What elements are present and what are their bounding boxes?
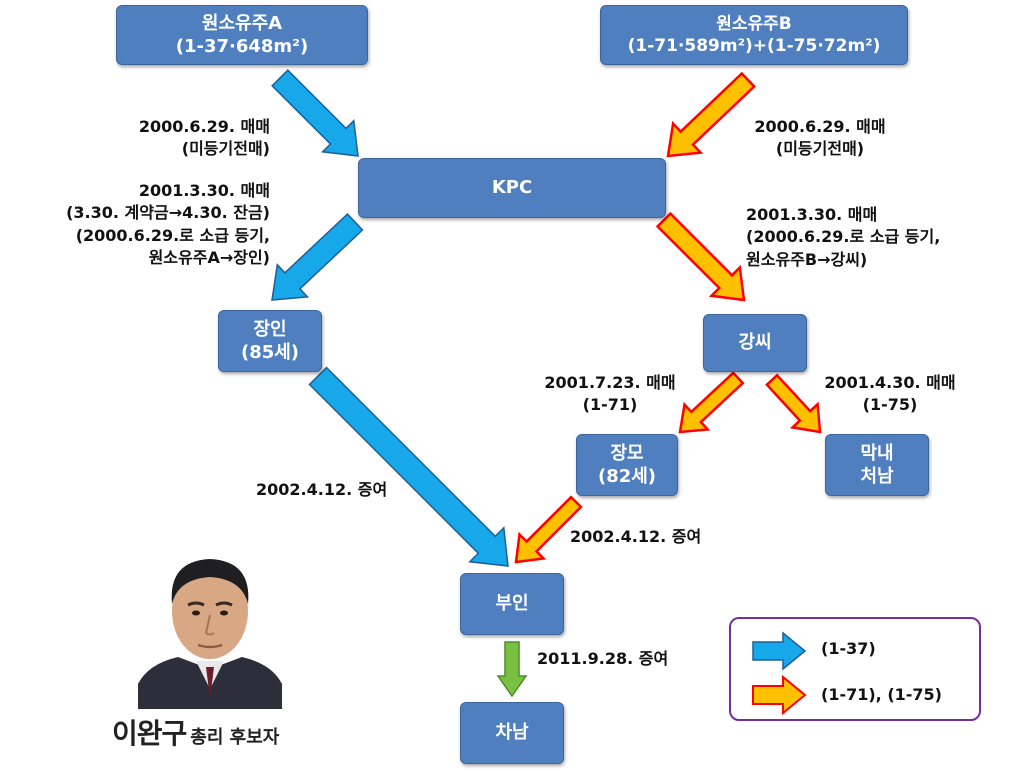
label-gang-to-youngest-parcel: (1-75) bbox=[862, 395, 918, 415]
label-gang-to-mother-date: 2001.7.23. 매매 bbox=[544, 373, 676, 392]
owner-b-name: 원소유주B bbox=[716, 13, 792, 34]
label-kpc-to-gang-note1: (2000.6.29.로 소급 등기, bbox=[746, 227, 941, 247]
mother-in-law-name: 장모 bbox=[610, 442, 644, 464]
label-kpc-to-gang-date: 2001.3.30. 매매 bbox=[746, 205, 878, 224]
label-b-to-kpc-note: (미등기전매) bbox=[775, 139, 865, 159]
label-gang-to-mother: 2001.7.23. 매매 (1-71) bbox=[530, 372, 690, 417]
label-kpc-to-gang: 2001.3.30. 매매 (2000.6.29.로 소급 등기, 원소유주B→… bbox=[746, 204, 996, 271]
owner-b-box: 원소유주B (1-71·589m²)+(1-75·72m²) bbox=[600, 5, 908, 65]
father-in-law-name: 장인 bbox=[253, 318, 287, 340]
legend-arrows bbox=[752, 631, 807, 716]
label-mother-to-wife: 2002.4.12. 증여 bbox=[570, 526, 730, 548]
label-father-to-wife-date: 2002.4.12. 증여 bbox=[256, 480, 388, 499]
gangssi-name: 강씨 bbox=[738, 332, 772, 354]
arrow-father-to-wife bbox=[308, 366, 509, 567]
label-gang-to-youngest: 2001.4.30. 매매 (1-75) bbox=[810, 372, 970, 417]
second-son-box: 차남 bbox=[460, 702, 564, 764]
person-title: 총리 후보자 bbox=[190, 727, 280, 748]
kpc-box: KPC bbox=[358, 158, 666, 218]
label-wife-to-son-date: 2011.9.28. 증여 bbox=[537, 649, 669, 668]
father-in-law-age: (85세) bbox=[240, 342, 300, 363]
label-kpc-to-father: 2001.3.30. 매매 (3.30. 계약금→4.30. 잔금) (2000… bbox=[20, 180, 270, 270]
arrow-gangssi-to-youngest bbox=[765, 373, 822, 434]
kpc-label: KPC bbox=[491, 177, 533, 199]
legend-orange-arrow-icon bbox=[752, 674, 807, 716]
legend-blue-text: (1-37) bbox=[821, 639, 876, 658]
label-mother-to-wife-date: 2002.4.12. 증여 bbox=[570, 527, 702, 546]
arrow-kpc-to-father-in-law bbox=[271, 212, 364, 301]
arrow-owner-a-to-kpc bbox=[271, 69, 359, 157]
father-in-law-box: 장인 (85세) bbox=[218, 310, 322, 372]
legend-orange-text: (1-71), (1-75) bbox=[821, 685, 942, 704]
label-kpc-to-father-date: 2001.3.30. 매매 bbox=[138, 181, 270, 200]
label-gang-to-mother-parcel: (1-71) bbox=[582, 395, 638, 415]
person-name: 이완구 bbox=[112, 717, 187, 750]
owner-b-parcel: (1-71·589m²)+(1-75·72m²) bbox=[627, 36, 881, 56]
person-photo bbox=[138, 559, 282, 709]
label-kpc-to-gang-note2: 원소유주B→강씨) bbox=[746, 249, 868, 269]
owner-a-name: 원소유주A bbox=[201, 12, 283, 34]
arrow-wife-to-second-son bbox=[496, 641, 528, 698]
label-kpc-to-father-note2: (2000.6.29.로 소급 등기, bbox=[75, 225, 270, 245]
youngest-line2: 처남 bbox=[860, 466, 894, 487]
legend-blue-arrow-icon bbox=[752, 631, 807, 671]
gangssi-box: 강씨 bbox=[703, 314, 807, 372]
mother-in-law-box: 장모 (82세) bbox=[576, 434, 678, 496]
owner-a-parcel: (1-37·648m²) bbox=[175, 36, 309, 57]
youngest-brother-in-law-box: 막내 처남 bbox=[825, 434, 929, 496]
arrow-kpc-to-gangssi bbox=[655, 211, 746, 302]
legend-box: (1-37) (1-71), (1-75) bbox=[729, 617, 981, 721]
label-kpc-to-father-note3: 원소유주A→장인) bbox=[148, 248, 270, 268]
label-a-to-kpc: 2000.6.29. 매매 (미등기전매) bbox=[100, 116, 270, 161]
second-son-name: 차남 bbox=[495, 722, 529, 744]
label-b-to-kpc: 2000.6.29. 매매 (미등기전매) bbox=[740, 116, 900, 161]
wife-name: 부인 bbox=[495, 593, 529, 615]
label-father-to-wife: 2002.4.12. 증여 bbox=[256, 479, 416, 501]
youngest-line1: 막내 bbox=[860, 442, 894, 464]
arrow-gangssi-to-mother bbox=[678, 371, 745, 434]
mother-in-law-age: (82세) bbox=[597, 466, 657, 487]
owner-a-box: 원소유주A (1-37·648m²) bbox=[116, 5, 368, 65]
label-a-to-kpc-date: 2000.6.29. 매매 bbox=[138, 117, 270, 136]
label-b-to-kpc-date: 2000.6.29. 매매 bbox=[754, 117, 886, 136]
label-kpc-to-father-note1: (3.30. 계약금→4.30. 잔금) bbox=[66, 203, 270, 223]
label-a-to-kpc-note: (미등기전매) bbox=[181, 139, 270, 159]
arrow-mother-to-wife bbox=[514, 495, 583, 564]
label-wife-to-son: 2011.9.28. 증여 bbox=[537, 648, 697, 670]
wife-box: 부인 bbox=[460, 573, 564, 635]
label-gang-to-youngest-date: 2001.4.30. 매매 bbox=[824, 373, 956, 392]
arrow-owner-b-to-kpc bbox=[666, 71, 756, 158]
